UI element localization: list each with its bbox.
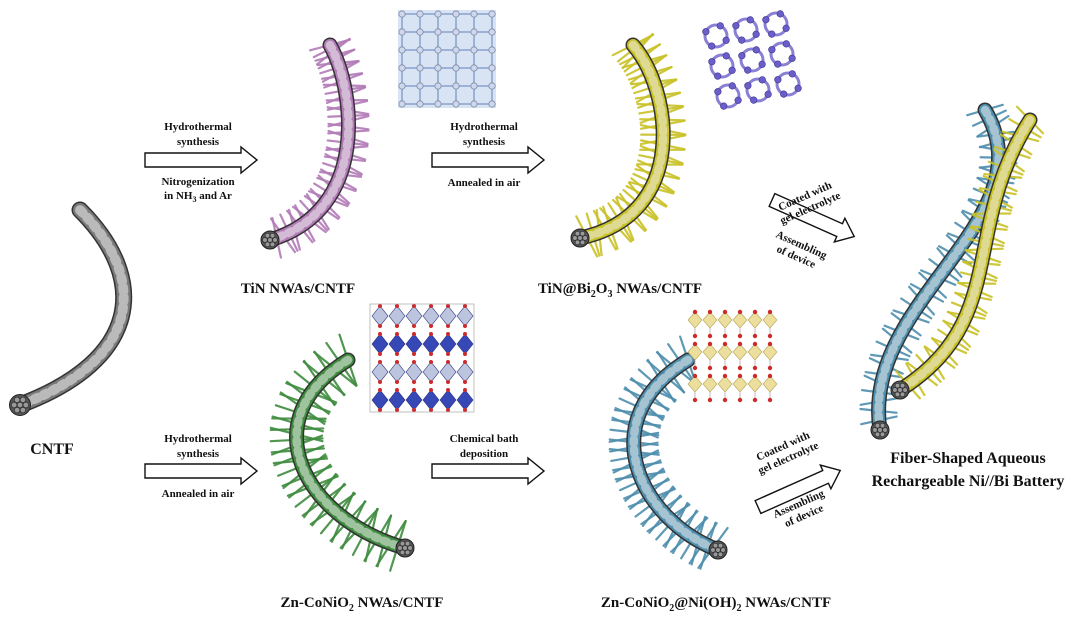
crystal-nioh2: [687, 309, 778, 403]
fiber-zn-conio2-nioh2-core-twist: [629, 355, 723, 555]
label-zn-conio2: Zn-CoNiO2 NWAs/CNTF: [281, 595, 444, 614]
arrow1-top-line1: Hydrothermal: [164, 121, 232, 133]
fiber-tin-core-twist: [265, 40, 353, 245]
arrow-chemical-bath-shape: [431, 456, 546, 486]
fiber-zn-conio2-end-bundle: [395, 538, 415, 558]
arrow-hydrothermal-conio2: [144, 456, 259, 486]
fiber-zn-conio2-nioh2: [608, 335, 729, 570]
crystal-zn-conio2: [369, 303, 475, 413]
label-cntf: CNTF: [30, 441, 74, 458]
arrow-group: [144, 145, 856, 515]
arrow4-top-line2: deposition: [460, 448, 508, 460]
arrow1-bottom-line1: Nitrogenization: [161, 176, 234, 188]
arrow-hydrothermal-tin-shape: [144, 145, 259, 175]
fiber-tin-bi2o3: [570, 32, 687, 258]
arrow-coat-top-shape: [768, 192, 856, 244]
arrow-hydrothermal-bi2o3: [431, 145, 546, 175]
fiber-battery-ni: [859, 102, 1018, 440]
fiber-tin: [260, 37, 370, 259]
arrow3-top-line2: synthesis: [177, 448, 220, 460]
arrow1-bottom-line2: in NH3 and Ar: [164, 190, 232, 204]
arrow-hydrothermal-conio2-shape: [144, 456, 259, 486]
diag2-top-labels: Coated with gel electrolyte: [755, 429, 821, 477]
fiber-zn-conio2-nioh2-end-bundle: [708, 540, 728, 560]
fiber-zn-conio2: [269, 333, 415, 572]
arrow3-bottom: Annealed in air: [162, 488, 235, 500]
arrow2-top-line2: synthesis: [463, 136, 506, 148]
fiber-battery-bi-end-bundle: [890, 380, 910, 400]
arrow-chemical-bath: [431, 456, 546, 486]
crystal-tin-bg: [398, 10, 496, 108]
fiber-cntf: [9, 201, 133, 416]
arrow1-top-line2: synthesis: [177, 136, 220, 148]
fiber-battery-bi: [890, 105, 1045, 400]
arrow-hydrothermal-bi2o3-shape: [431, 145, 546, 175]
label-battery-line1: Fiber-Shaped Aqueous: [890, 450, 1045, 467]
arrow3-top-line1: Hydrothermal: [164, 433, 232, 445]
fiber-cntf-end-bundle: [9, 394, 31, 416]
crystal-zn-conio2-frame: [369, 303, 475, 413]
label-zn-conio2-nioh2: Zn-CoNiO2@Ni(OH)2 NWAs/CNTF: [601, 595, 831, 614]
arrow2-top-line1: Hydrothermal: [450, 121, 518, 133]
fiber-cntf-core-twist: [15, 205, 129, 410]
crystal-bi2o3: [702, 10, 802, 110]
fiber-battery-ni-end-bundle: [870, 420, 890, 440]
diag1-bottom-labels: Assembling of device: [774, 229, 829, 271]
fiber-tin-bi2o3-core-twist: [575, 40, 668, 243]
arrow-coat-bottom-shape: [754, 463, 842, 515]
label-tin: TiN NWAs/CNTF: [241, 281, 355, 297]
arrow-coat-bottom: [754, 463, 842, 515]
arrow-hydrothermal-tin: [144, 145, 259, 175]
crystal-group: [369, 10, 802, 413]
fiber-group: [9, 32, 1045, 572]
fiber-zn-conio2-core-twist: [292, 355, 410, 553]
label-tin-bi2o3: TiN@Bi2O3 NWAs/CNTF: [538, 281, 702, 300]
label-battery-line2: Rechargeable Ni//Bi Battery: [872, 473, 1065, 490]
fiber-battery-bi-core-twist: [895, 115, 1035, 395]
arrow4-top-line1: Chemical bath: [450, 433, 519, 445]
fiber-tin-bi2o3-end-bundle: [570, 228, 590, 248]
arrow2-bottom: Annealed in air: [448, 177, 521, 189]
arrow-coat-top: [768, 192, 856, 244]
fiber-tin-end-bundle: [260, 230, 280, 250]
crystal-tin: [398, 10, 496, 108]
